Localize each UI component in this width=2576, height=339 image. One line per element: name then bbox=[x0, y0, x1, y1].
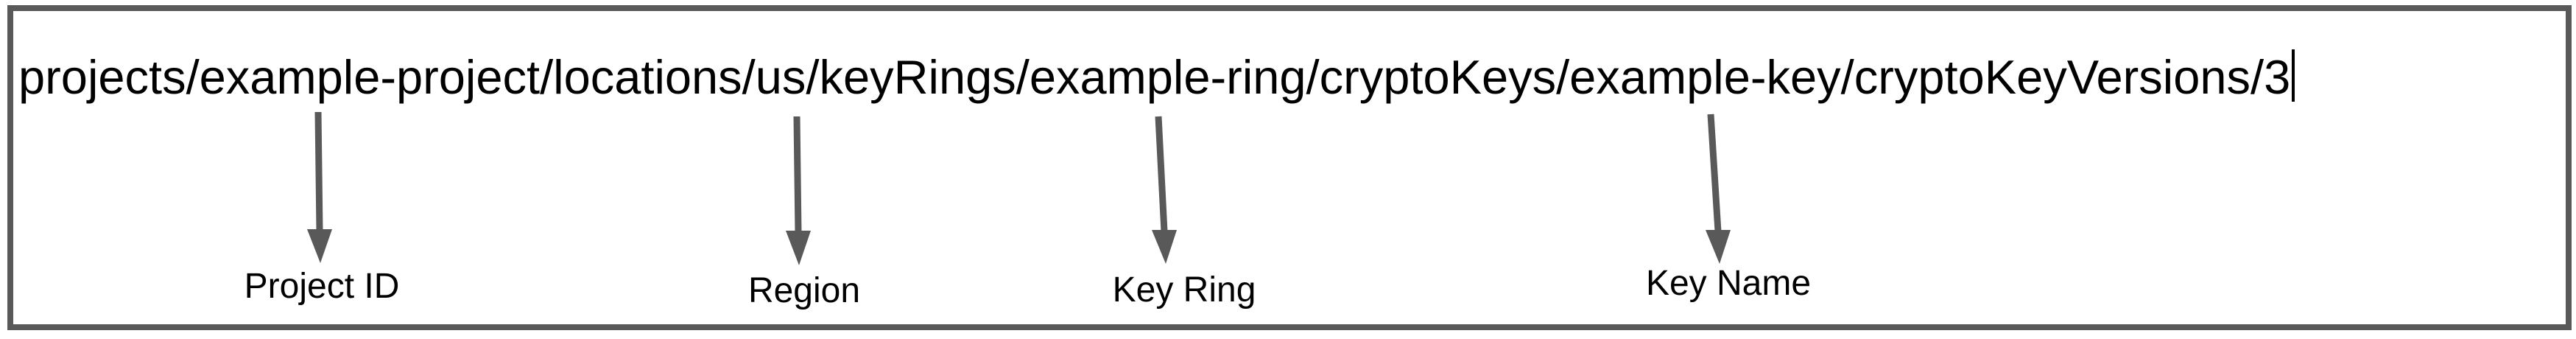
project-id-label: Project ID bbox=[244, 267, 400, 306]
key-name-label: Key Name bbox=[1645, 264, 1812, 303]
text-cursor-caret bbox=[2292, 49, 2295, 102]
region-label: Region bbox=[747, 271, 861, 310]
key-ring-label: Key Ring bbox=[1112, 270, 1256, 310]
resource-path-box bbox=[7, 5, 2572, 330]
resource-path-text: projects/example-project/locations/us/ke… bbox=[18, 50, 2291, 104]
resource-path-field[interactable]: projects/example-project/locations/us/ke… bbox=[18, 49, 2295, 105]
